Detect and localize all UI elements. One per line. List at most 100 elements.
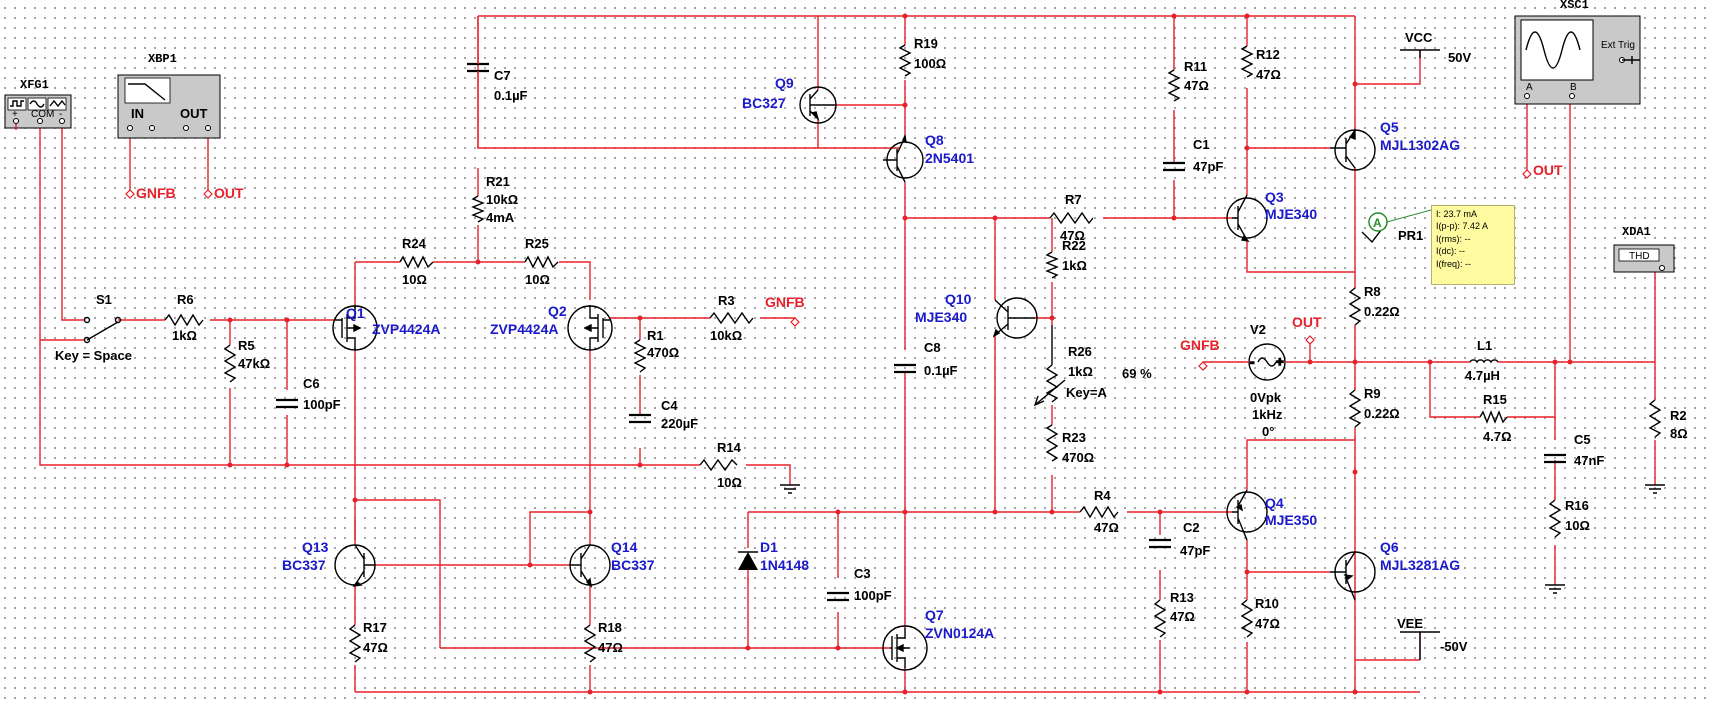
resistor-r17 — [348, 624, 362, 663]
q7-ref: Q7 — [925, 607, 944, 623]
s1-ref: S1 — [96, 292, 112, 307]
r3-ref: R3 — [718, 293, 735, 308]
transistor-q14 — [569, 544, 611, 588]
transistor-q7 — [882, 625, 928, 671]
xbp1-label: XBP1 — [148, 52, 177, 66]
port-out-xsc1 — [1522, 169, 1532, 179]
q9-part: BC327 — [742, 95, 786, 111]
net-gnfb-label: GNFB — [1180, 337, 1220, 353]
c2-ref: C2 — [1183, 520, 1200, 535]
capacitor-c2 — [1149, 538, 1171, 549]
probe-reading: I(p-p): 7.42 A — [1436, 221, 1489, 232]
c5-ref: C5 — [1574, 432, 1591, 447]
ground-icon — [780, 484, 800, 494]
source-v2: - + — [1203, 343, 1310, 381]
xsc1-ext: Ext Trig — [1601, 40, 1635, 51]
transistor-q8 — [883, 133, 924, 183]
port-gnfb-r3 — [790, 317, 800, 327]
r18-ref: R18 — [598, 620, 622, 635]
instrument-xfg1[interactable]: + COM - — [4, 94, 72, 130]
vee-label: VEE — [1397, 616, 1423, 631]
probe-reading: I(rms): -- — [1436, 233, 1471, 244]
r11-value: 47Ω — [1184, 78, 1209, 93]
pot-wiper — [1034, 379, 1066, 406]
s1-key: Key = Space — [55, 348, 132, 363]
c4-ref: C4 — [661, 398, 678, 413]
capacitor-c3 — [827, 591, 849, 602]
resistor-r24 — [399, 255, 434, 269]
xbp1-out: OUT — [180, 106, 208, 121]
transistor-q9 — [799, 86, 837, 124]
ground-symbols — [780, 484, 1665, 594]
q2-part: ZVP4424A — [490, 321, 558, 337]
q9-ref: Q9 — [775, 75, 794, 91]
r4-value: 47Ω — [1094, 520, 1119, 535]
q14-part: BC337 — [611, 557, 655, 573]
r14-value: 10Ω — [717, 475, 742, 490]
diode-d1 — [738, 535, 758, 580]
resistor-r12 — [1240, 45, 1254, 78]
xda1-label: XDA1 — [1622, 225, 1651, 239]
port-out-xbp1 — [203, 189, 213, 199]
net-out-label: OUT — [1533, 162, 1563, 178]
c2-value: 47pF — [1180, 543, 1210, 558]
r21-note: 4mA — [486, 210, 515, 225]
resistor-r19 — [898, 44, 912, 77]
xfg1-plus: + — [12, 109, 18, 120]
r22-value: 1kΩ — [1062, 258, 1087, 273]
resistor-r22 — [1045, 251, 1059, 279]
sine-wave-icon — [29, 100, 45, 108]
bode-curve-icon — [128, 83, 166, 101]
r19-ref: R19 — [914, 36, 938, 51]
transistor-symbols — [332, 86, 1376, 671]
instrument-xda1[interactable]: THD — [1613, 244, 1675, 273]
resistor-r5 — [223, 344, 237, 383]
net-gnfb-label: GNFB — [765, 294, 805, 310]
resistor-r23 — [1045, 424, 1059, 462]
r4-ref: R4 — [1094, 488, 1111, 503]
l1-ref: L1 — [1477, 338, 1492, 353]
r2-value: 8Ω — [1670, 426, 1688, 441]
r23-ref: R23 — [1062, 430, 1086, 445]
instrument-xsc1[interactable]: A B Ext Trig — [1514, 15, 1641, 105]
r19-value: 100Ω — [914, 56, 946, 71]
resistor-r10 — [1240, 599, 1254, 638]
probe-reading: I(dc): -- — [1436, 246, 1465, 257]
r15-value: 4.7Ω — [1483, 429, 1512, 444]
capacitor-c5 — [1544, 453, 1566, 464]
xsc1-b: B — [1570, 82, 1577, 93]
c7-value: 0.1µF — [494, 88, 528, 103]
xfg1-com: COM — [31, 109, 54, 120]
vcc-label: VCC — [1405, 30, 1433, 45]
r10-ref: R10 — [1255, 596, 1279, 611]
q14-ref: Q14 — [611, 539, 638, 555]
c8-ref: C8 — [924, 340, 941, 355]
switch-s1[interactable] — [40, 316, 122, 344]
instrument-xbp1[interactable]: IN OUT — [117, 74, 221, 139]
xfg1-label: XFG1 — [20, 78, 49, 92]
svg-text:+: + — [1276, 354, 1284, 369]
c4-value: 220µF — [661, 416, 698, 431]
transistor-q3 — [1226, 194, 1268, 242]
r21-ref: R21 — [486, 174, 510, 189]
r16-ref: R16 — [1565, 498, 1589, 513]
xfg1-minus: - — [59, 109, 62, 120]
transistor-q5 — [1330, 129, 1376, 171]
r5-ref: R5 — [238, 338, 255, 353]
r13-value: 47Ω — [1170, 609, 1195, 624]
r11-ref: R11 — [1184, 59, 1207, 74]
r17-value: 47Ω — [363, 640, 388, 655]
l1-value: 4.7µH — [1465, 368, 1500, 383]
r2-ref: R2 — [1670, 408, 1687, 423]
port-gnfb-v2 — [1198, 361, 1208, 371]
resistor-r14 — [699, 458, 738, 472]
q5-part: MJL1302AG — [1380, 137, 1460, 153]
probe-pr1[interactable]: A — [1361, 209, 1432, 244]
transistor-q1 — [332, 305, 378, 351]
q8-part: 2N5401 — [925, 150, 974, 166]
r26-value: 1kΩ — [1068, 364, 1093, 379]
triangle-wave-icon — [49, 99, 66, 108]
probe-reading: I: 23.7 mA — [1436, 209, 1478, 219]
v2-phase: 0° — [1262, 424, 1274, 439]
